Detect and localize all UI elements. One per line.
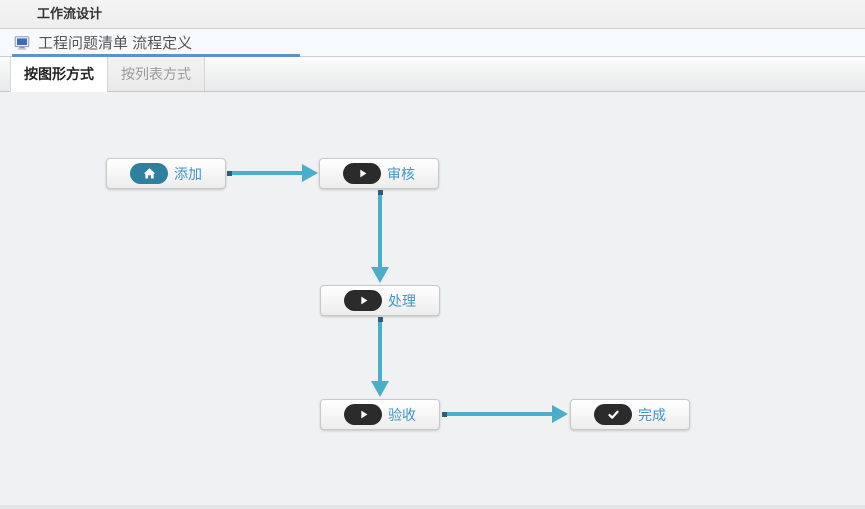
flow-edge-process-accept (371, 317, 389, 397)
play-icon (343, 163, 381, 184)
flow-node-process[interactable]: 处理 (320, 285, 440, 316)
tab-list-view[interactable]: 按列表方式 (108, 57, 205, 91)
check-icon (594, 404, 632, 425)
panel-bottom-edge (0, 505, 865, 509)
window-title: 工作流设计 (0, 0, 865, 29)
flow-node-accept[interactable]: 验收 (320, 399, 440, 430)
edge-line (378, 195, 382, 272)
edge-head (371, 267, 389, 283)
edge-dot (442, 411, 447, 417)
breadcrumb[interactable]: 工程问题清单 流程定义 (0, 29, 865, 57)
edge-dot (227, 170, 232, 176)
edge-dot (377, 190, 383, 195)
flow-node-label: 处理 (388, 292, 416, 309)
home-icon (130, 163, 168, 184)
edge-head (371, 381, 389, 397)
breadcrumb-underline (12, 54, 300, 57)
play-icon (344, 404, 382, 425)
edge-line (378, 322, 382, 386)
play-icon (344, 290, 382, 311)
flow-edge-review-process (371, 190, 389, 283)
flow-node-add[interactable]: 添加 (106, 158, 226, 189)
flow-edge-accept-complete (442, 405, 568, 423)
tab-graphic-view[interactable]: 按图形方式 (10, 57, 108, 92)
monitor-icon (14, 35, 30, 50)
edge-dot (377, 317, 383, 322)
edge-head (302, 164, 318, 182)
flow-node-label: 验收 (388, 406, 416, 423)
edge-line (232, 171, 307, 175)
flow-node-complete[interactable]: 完成 (570, 399, 690, 430)
flow-edge-add-review (227, 164, 318, 182)
breadcrumb-label: 工程问题清单 流程定义 (38, 35, 193, 52)
edge-head (552, 405, 568, 423)
edge-line (447, 412, 557, 416)
flow-node-label: 完成 (638, 406, 666, 423)
flow-node-review[interactable]: 审核 (319, 158, 439, 189)
flow-node-label: 添加 (174, 165, 202, 182)
view-mode-tabs: 按图形方式 按列表方式 (0, 57, 865, 92)
flow-canvas[interactable]: 添加 审核处理验收 完成 (0, 92, 865, 505)
flow-node-label: 审核 (387, 165, 415, 182)
